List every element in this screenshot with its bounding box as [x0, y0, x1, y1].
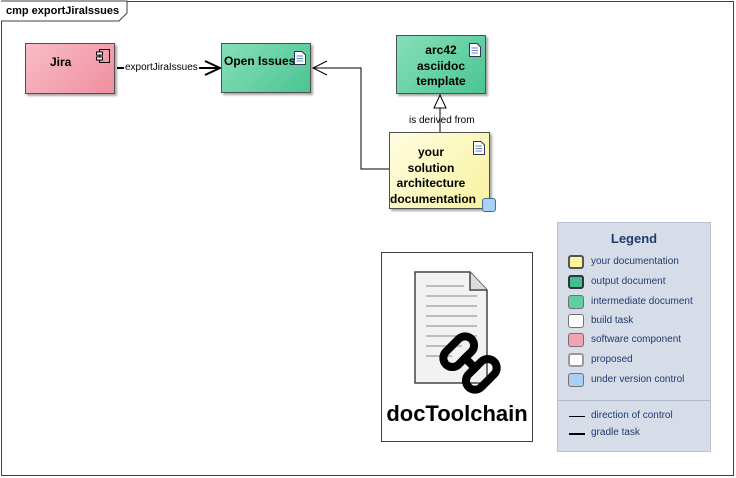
legend-label: intermediate document [591, 296, 693, 307]
export-edge-label: exportJiraIssues [124, 62, 199, 73]
open-issues-label: Open Issues [224, 54, 296, 68]
template-label: arc42 asciidoc template [416, 43, 465, 90]
doctoolchain-logo-text: docToolchain [386, 401, 528, 426]
your-doc-label-line: documentation [390, 191, 476, 206]
your-doc-node[interactable]: your solution architecture documentation [389, 132, 496, 212]
legend-swatch [568, 275, 584, 289]
legend-swatch [568, 353, 584, 367]
template-label-line: asciidoc [416, 58, 465, 73]
legend-swatch [568, 333, 584, 347]
legend-line-swatch [569, 433, 585, 435]
legend-swatch [568, 314, 584, 328]
control-edge-line[interactable] [313, 67, 389, 170]
derived-edge-label: is derived from [409, 115, 475, 126]
legend-line-swatch [569, 416, 585, 417]
jira-node[interactable]: Jira [25, 43, 115, 94]
jira-label: Jira [50, 55, 72, 69]
legend-label: software component [591, 334, 682, 345]
legend: Legend your documentation output documen… [557, 222, 711, 452]
your-doc-label-line: solution [407, 160, 455, 175]
open-issues-node[interactable]: Open Issues [221, 43, 311, 93]
component-icon [96, 49, 110, 63]
your-doc-label-line: your [417, 145, 444, 159]
legend-label: your documentation [591, 256, 679, 267]
legend-label: under version control [591, 374, 685, 385]
chain-link-icon [439, 332, 501, 394]
your-doc-label: your solution architecture documentation [390, 145, 476, 207]
legend-label: gradle task [591, 427, 640, 438]
document-icon [469, 43, 481, 57]
template-label-line: template [416, 74, 466, 89]
frame-tab-outline [1, 0, 128, 22]
legend-label: build task [591, 315, 634, 326]
control-edge-arrowhead [311, 60, 328, 76]
derived-edge-arrowhead [433, 93, 447, 109]
legend-swatch [568, 373, 584, 387]
legend-title: Legend [610, 231, 658, 246]
legend-label: proposed [591, 354, 633, 365]
legend-separator [558, 400, 710, 401]
document-icon [473, 141, 485, 155]
legend-label: direction of control [591, 410, 673, 421]
legend-swatch [568, 295, 584, 309]
frame-title: cmp exportJiraIssues [6, 5, 120, 17]
export-edge-arrowhead [204, 60, 223, 76]
legend-swatch [568, 255, 584, 269]
document-icon [294, 51, 306, 65]
template-node[interactable]: arc42 asciidoc template [396, 35, 486, 94]
template-label-line: arc42 [425, 43, 457, 58]
your-doc-label-line: architecture [396, 176, 466, 190]
version-control-marker [482, 198, 496, 212]
doctoolchain-logo: docToolchain [381, 252, 533, 442]
legend-label: output document [591, 276, 666, 287]
